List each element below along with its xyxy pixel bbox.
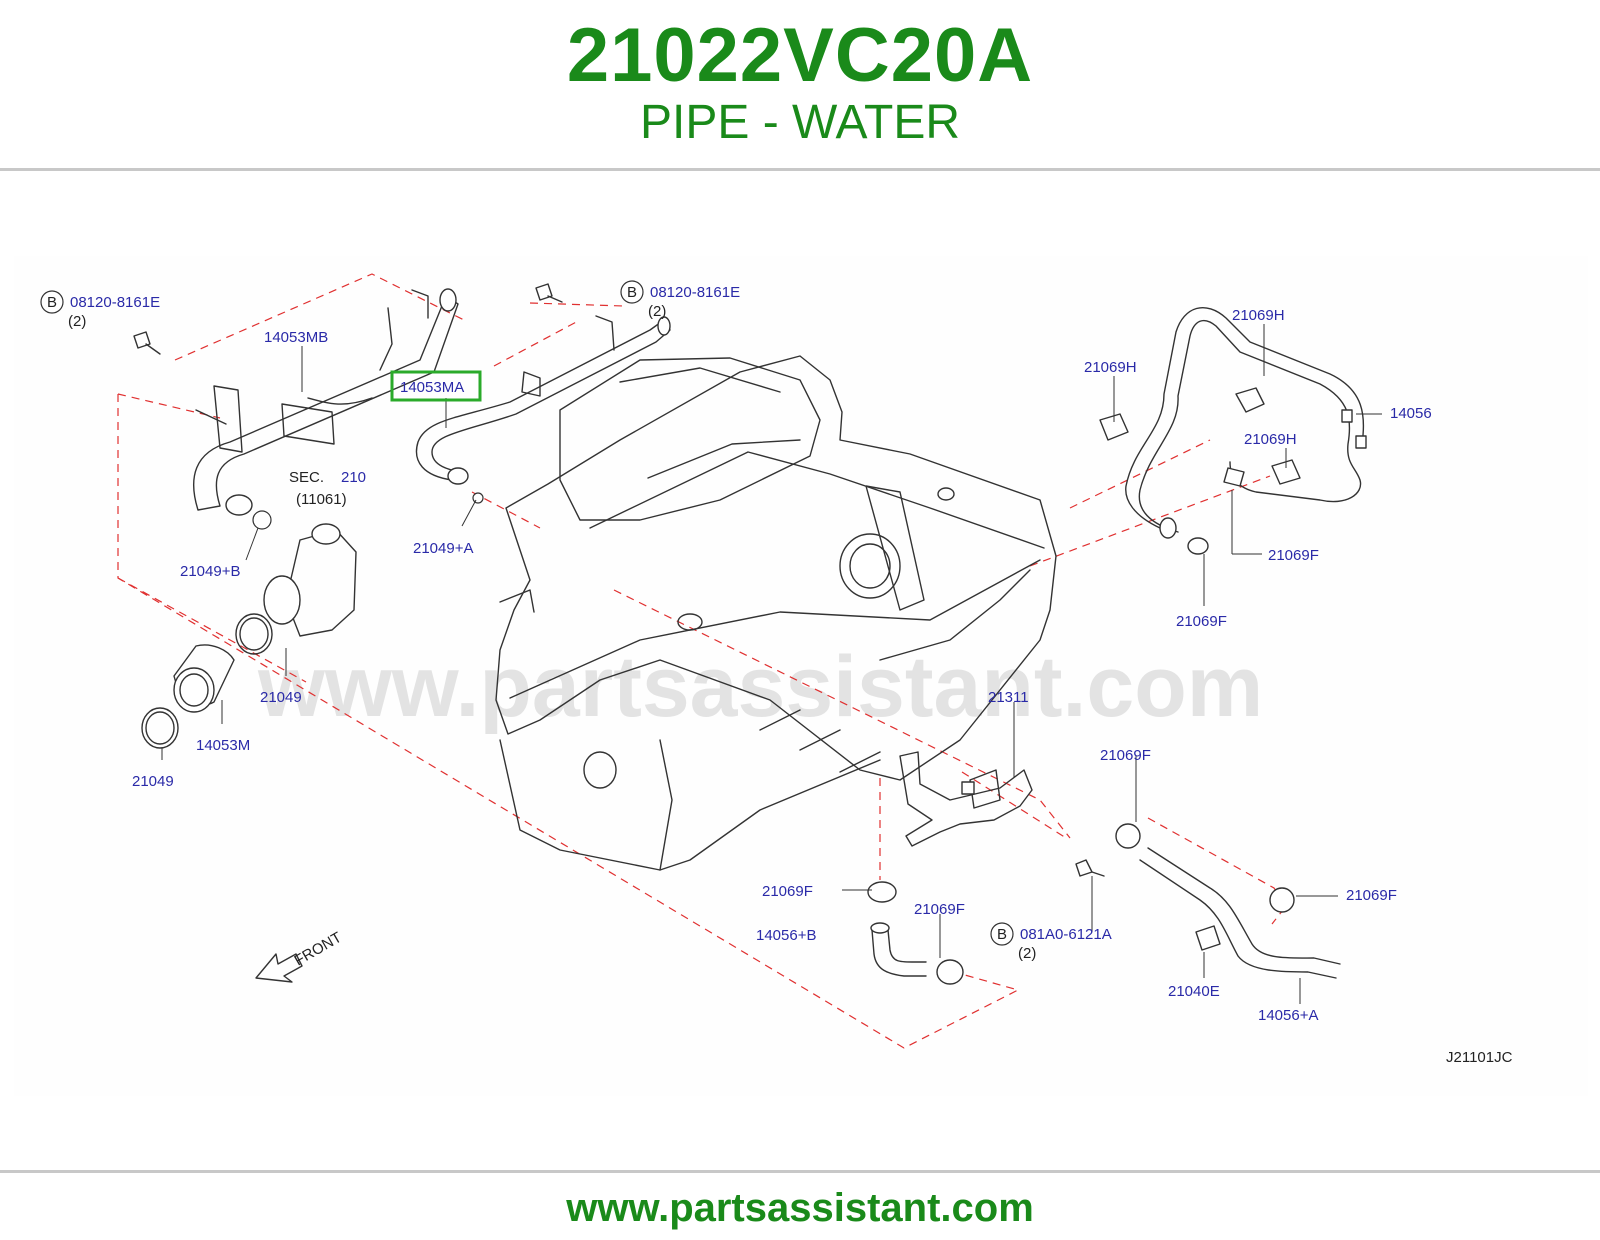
callout-21069F-3[interactable]: 21069F	[1100, 747, 1151, 764]
footer-website-link[interactable]: www.partsassistant.com	[566, 1186, 1034, 1230]
highlighted-part-box	[390, 370, 482, 402]
engine-cylinder-head	[495, 355, 1057, 871]
callout-21069F-6[interactable]: 21069F	[1346, 887, 1397, 904]
callout-14053MB[interactable]: 14053MB	[264, 329, 328, 346]
callout-14056A[interactable]: 14056+A	[1258, 1007, 1318, 1024]
heater-hose-14056[interactable]	[1099, 307, 1367, 555]
callout-21049A[interactable]: 21049+A	[413, 540, 473, 557]
callout-labels: B 08120-8161E (2) B 08120-8161E (2) 1405…	[40, 280, 1513, 1066]
callout-21049-1[interactable]: 21049	[260, 689, 302, 706]
thermostat-housing[interactable]	[141, 510, 357, 749]
callout-14053MA[interactable]: 14053MA	[400, 379, 464, 396]
qty-bottom: (2)	[1018, 945, 1036, 962]
callout-21069F-5[interactable]: 21069F	[914, 901, 965, 918]
front-direction-arrow-icon: FRONT	[255, 929, 345, 983]
qty-left: (2)	[68, 313, 86, 330]
sec-sub: (11061)	[296, 491, 347, 508]
part-number-title: 21022VC20A	[566, 13, 1034, 98]
water-pipe-14053MA[interactable]	[415, 315, 671, 504]
bolt-badge-bottom	[990, 922, 1014, 946]
callout-21311[interactable]: 21311	[988, 689, 1029, 706]
bottom-divider	[0, 1170, 1600, 1173]
part-name-subtitle: PIPE - WATER	[639, 96, 960, 149]
bolt-badge-mid	[620, 280, 644, 304]
callout-21049B[interactable]: 21049+B	[180, 563, 240, 580]
callout-21069H-1[interactable]: 21069H	[1084, 359, 1137, 376]
callout-21049-2[interactable]: 21049	[132, 773, 174, 790]
badge-b-mid: B	[627, 284, 637, 301]
sec-number[interactable]: 210	[341, 469, 366, 486]
diagram-code: J21101JC	[1446, 1049, 1513, 1066]
badge-b-bottom: B	[997, 926, 1007, 943]
watermark: www.partsassistant.com	[257, 639, 1263, 735]
callout-081A0-6121A[interactable]: 081A0-6121A	[1020, 926, 1112, 943]
front-label: FRONT	[292, 929, 345, 970]
bolt-badge-left	[40, 290, 64, 314]
callout-21069H-3[interactable]: 21069H	[1244, 431, 1297, 448]
callout-21040E[interactable]: 21040E	[1168, 983, 1220, 1000]
callout-21069H-2[interactable]: 21069H	[1232, 307, 1285, 324]
callout-21069F-4[interactable]: 21069F	[762, 883, 813, 900]
header: 21022VC20A PIPE - WATER	[0, 0, 1600, 168]
heater-hose-14056B[interactable]	[867, 881, 964, 985]
top-divider	[0, 168, 1600, 171]
leader-lines	[161, 324, 1382, 1004]
callout-21069F-2[interactable]: 21069F	[1176, 613, 1227, 630]
badge-b-left: B	[47, 294, 57, 311]
sec-prefix: SEC.	[289, 469, 324, 486]
callout-08120-8161E-left[interactable]: 08120-8161E	[70, 294, 160, 311]
qty-mid: (2)	[648, 303, 666, 320]
callout-14056B[interactable]: 14056+B	[756, 927, 816, 944]
bolt-icons	[133, 283, 1105, 877]
bracket-21311[interactable]	[899, 751, 1033, 847]
callout-08120-8161E-mid[interactable]: 08120-8161E	[650, 284, 740, 301]
callout-14056[interactable]: 14056	[1390, 405, 1432, 422]
callout-21069F-1[interactable]: 21069F	[1268, 547, 1319, 564]
callout-14053M[interactable]: 14053M	[196, 737, 250, 754]
heater-hose-14056A[interactable]	[1115, 823, 1341, 979]
water-pipe-14053MB[interactable]	[192, 288, 459, 516]
